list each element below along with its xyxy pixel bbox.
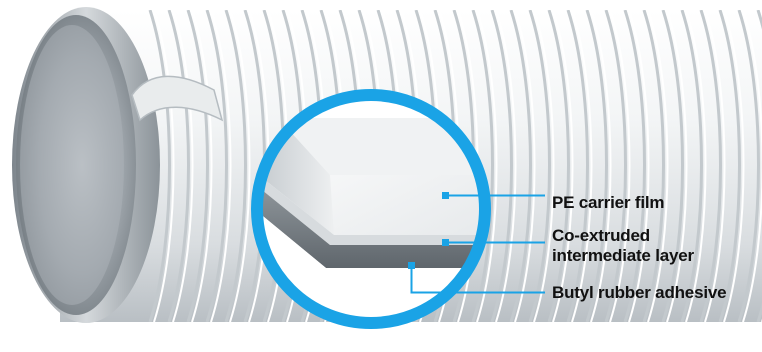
pointer-marker <box>442 192 449 199</box>
label-pe-carrier-film: PE carrier film <box>552 193 664 213</box>
pointer-marker <box>442 239 449 246</box>
label-co-extruded-line2: intermediate layer <box>552 246 694 266</box>
steel-pipe-end <box>12 7 160 323</box>
label-butyl-rubber-adhesive: Butyl rubber adhesive <box>552 283 726 303</box>
label-co-extruded-layer: Co-extruded intermediate layer <box>552 226 694 266</box>
label-co-extruded-line1: Co-extruded <box>552 226 694 246</box>
pointer-marker <box>408 262 415 269</box>
